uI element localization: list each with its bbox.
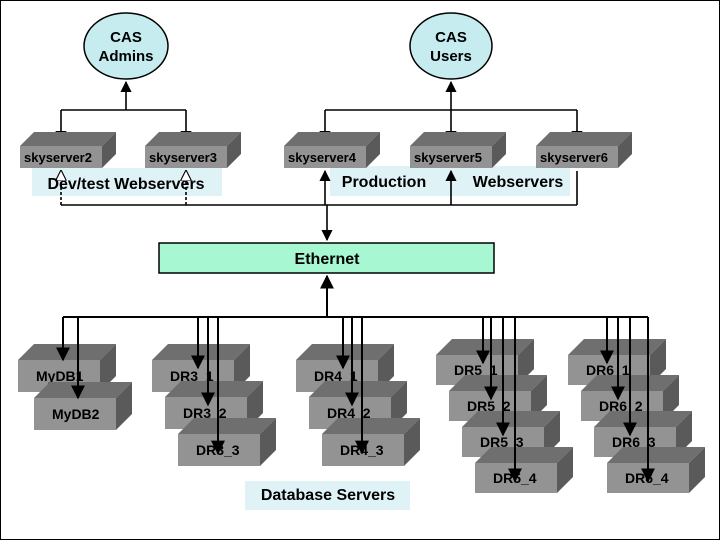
database-caption-bg (245, 481, 410, 510)
db-server-dr5_1-label: DR5_1 (454, 362, 498, 378)
cas-admins-ellipse (83, 12, 169, 80)
ethernet-bar: Ethernet (158, 242, 495, 274)
db-server-dr3_1-side (234, 344, 250, 392)
db-server-mydb1-label: MyDB1 (36, 368, 84, 384)
db-server-dr6_2-side (663, 375, 679, 421)
webserver-skyserver5-side (492, 132, 506, 168)
cas-users-node: CAS Users (409, 12, 493, 80)
db-server-dr6_2-label: DR6_2 (599, 398, 643, 414)
webserver-skyserver4-label: skyserver4 (288, 150, 357, 165)
webserver-skyserver3-front (145, 146, 227, 168)
db-server-dr4_1-top (296, 344, 394, 360)
db-server-dr5_2-label: DR5_2 (467, 398, 511, 414)
db-server-dr4_3-side (404, 418, 420, 466)
cas-admins-line2: Admins (98, 48, 153, 65)
webserver-boxes: skyserver2 skyserver3 skyserver4 skyserver5… (20, 132, 632, 168)
db-server-dr5_3-top (462, 411, 560, 427)
db-server-dr5_3-label: DR5_3 (480, 434, 524, 450)
db-server-mydb1-side (100, 344, 116, 392)
ethernet-rect (158, 242, 495, 274)
cas-admins-node: CAS Admins (83, 12, 169, 80)
db-server-mydb2-front (34, 398, 116, 430)
ethernet-db-bus (63, 274, 648, 318)
webserver-skyserver2-top (20, 132, 116, 146)
webserver-skyserver4-top (284, 132, 380, 146)
db-server-dr5_4-side (557, 447, 573, 493)
db-server-mydb2-label: MyDB2 (52, 406, 100, 422)
webserver-skyserver3-label: skyserver3 (149, 150, 217, 165)
db-server-dr4_2-label: DR4_2 (327, 405, 371, 421)
cas-users-line1: CAS (435, 29, 467, 46)
cas-admins-line1: CAS (110, 29, 142, 46)
db-server-mydb2-side (116, 382, 132, 430)
db-server-dr6_4-side (689, 447, 705, 493)
db-server-dr5_1-top (436, 339, 534, 355)
ethernet-label: Ethernet (295, 251, 361, 268)
webserver-skyserver6-front (536, 146, 618, 168)
db-server-dr4_1-label: DR4_1 (314, 368, 358, 384)
db-server-dr4_3: DR4_3 (322, 418, 420, 466)
db-server-dr6_4: DR6_4 (607, 447, 705, 493)
webserver-skyserver2: skyserver2 (20, 132, 116, 168)
db-server-dr3_3-side (260, 418, 276, 466)
production-caption: Production (342, 174, 426, 191)
db-server-dr5_2-side (531, 375, 547, 421)
db-server-dr3_3-top (178, 418, 276, 434)
webserver-skyserver4-front (284, 146, 366, 168)
db-server-dr6_4-top (607, 447, 705, 463)
db-server-dr5_2-top (449, 375, 547, 391)
db-server-dr5_1-side (518, 339, 534, 385)
db-server-dr3_1-top (152, 344, 250, 360)
webserver-ethernet-bus (61, 169, 578, 242)
webserver-skyserver4-side (366, 132, 380, 168)
db-server-mydb2: MyDB2 (34, 382, 132, 430)
webserver-skyserver6-top (536, 132, 632, 146)
webserver-skyserver3-top (145, 132, 241, 146)
dev-webservers-caption: Dev/test Webservers (47, 176, 204, 193)
webserver-skyserver3-side (227, 132, 241, 168)
webserver-skyserver5: skyserver5 (410, 132, 506, 168)
webservers-caption: Webservers (473, 174, 564, 191)
db-server-dr6_3-top (594, 411, 692, 427)
webserver-skyserver4: skyserver4 (284, 132, 380, 168)
db-server-arrows (56, 317, 655, 483)
db-server-dr3_3: DR3_3 (178, 418, 276, 466)
db-server-dr5_4-top (475, 447, 573, 463)
webserver-skyserver6: skyserver6 (536, 132, 632, 168)
webserver-skyserver2-label: skyserver2 (24, 150, 92, 165)
webserver-skyserver5-top (410, 132, 506, 146)
webserver-skyserver5-label: skyserver5 (414, 150, 482, 165)
db-server-dr3_1-label: DR3_1 (170, 368, 214, 384)
db-server-dr4_3-top (322, 418, 420, 434)
db-server-dr4_2-top (309, 381, 407, 397)
webserver-skyserver6-label: skyserver6 (540, 150, 608, 165)
db-server-dr3_2-label: DR3_2 (183, 405, 227, 421)
webserver-skyserver6-side (618, 132, 632, 168)
cas-users-line2: Users (430, 48, 472, 65)
db-server-dr6_4-label: DR6_4 (625, 470, 669, 486)
db-server-dr4_1-side (378, 344, 394, 392)
db-server-dr3_2-top (165, 381, 263, 397)
db-server-dr5_4: DR5_4 (475, 447, 573, 493)
db-server-dr6_1-side (650, 339, 666, 385)
db-server-dr5_3-side (544, 411, 560, 457)
webserver-skyserver3: skyserver3 (145, 132, 241, 168)
db-server-dr6_3-side (676, 411, 692, 457)
db-server-mydb2-top (34, 382, 132, 398)
database-servers-caption: Database Servers (261, 487, 395, 504)
db-server-dr4_1: DR4_1 (296, 344, 394, 392)
webserver-skyserver2-side (102, 132, 116, 168)
webserver-skyserver5-front (410, 146, 492, 168)
db-server-dr6_3-label: DR6_3 (612, 434, 656, 450)
cas-users-ellipse (409, 12, 493, 80)
db-server-dr3_2-side (247, 381, 263, 429)
db-server-mydb1-top (18, 344, 116, 360)
webserver-skyserver2-front (20, 146, 102, 168)
db-server-mydb1: MyDB1 (18, 344, 116, 392)
db-server-dr4_2-side (391, 381, 407, 429)
